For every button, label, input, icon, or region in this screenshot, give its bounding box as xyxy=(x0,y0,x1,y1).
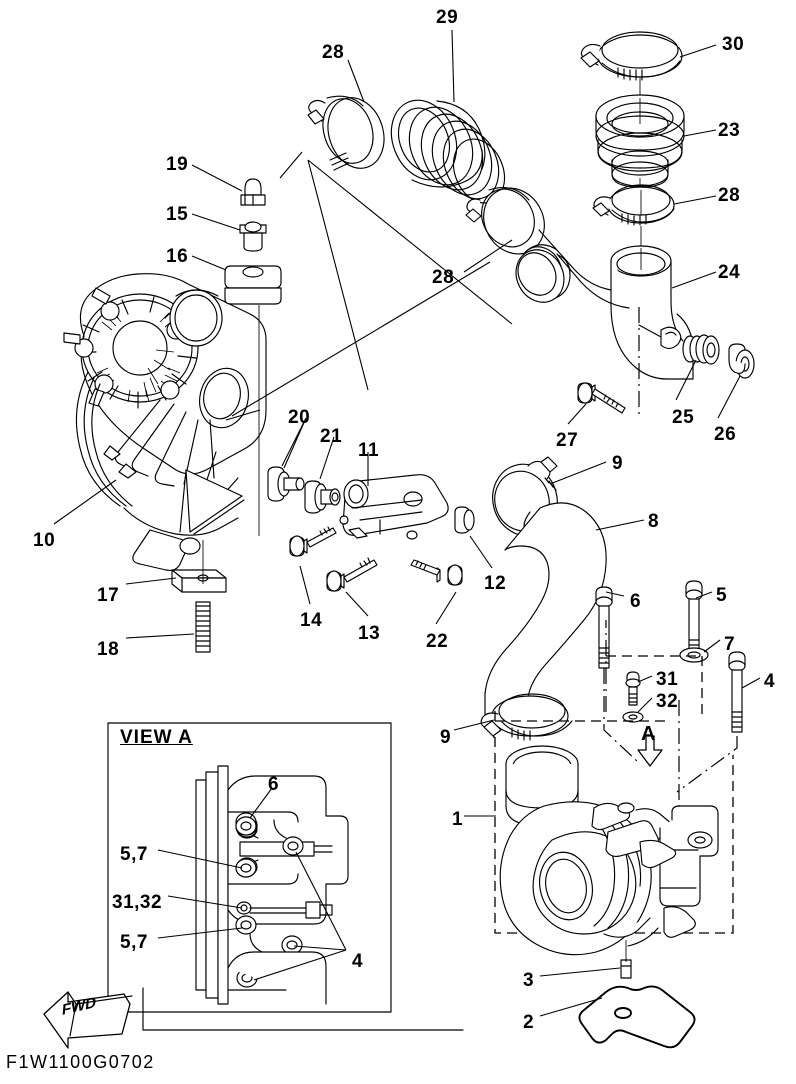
callout-5: 5 xyxy=(716,585,728,606)
callout-24: 24 xyxy=(718,262,741,283)
leader-lines xyxy=(53,29,761,1017)
section-a-label: A xyxy=(641,723,656,745)
part-22-bolt xyxy=(410,559,463,586)
part-27-bolt xyxy=(577,382,626,414)
callout-14: 14 xyxy=(300,610,323,631)
part-28-clamp-upper-left xyxy=(307,95,385,171)
callout-28: 28 xyxy=(322,42,345,63)
part-15-collar xyxy=(239,221,267,252)
part-26-plug xyxy=(728,343,755,379)
callout-11: 11 xyxy=(358,440,380,461)
callout-25: 25 xyxy=(672,407,695,428)
callout-4: 4 xyxy=(764,671,776,692)
callout-16: 16 xyxy=(166,246,189,267)
callout-1: 1 xyxy=(452,809,464,830)
section-a-arrow xyxy=(637,735,663,767)
part-28-clamp-middle xyxy=(465,187,545,255)
callout-2: 2 xyxy=(523,1012,535,1033)
part-5-bolt xyxy=(685,580,703,662)
callout-5-7: 5,7 xyxy=(120,844,148,865)
callout-30: 30 xyxy=(722,34,745,55)
callout-27: 27 xyxy=(556,430,579,451)
callout-28: 28 xyxy=(718,185,741,206)
fwd-arrow-icon xyxy=(43,991,133,1049)
callout-6: 6 xyxy=(630,591,642,612)
view-a-contents xyxy=(195,765,349,1005)
callout-31: 31 xyxy=(656,669,679,690)
view-a-leaders xyxy=(157,787,347,981)
part-20-collar xyxy=(267,466,305,502)
part-11-bracket xyxy=(339,474,449,540)
callout-22: 22 xyxy=(426,631,449,652)
drawing-part-number: F1W1100G0702 xyxy=(6,1052,155,1072)
callout-8: 8 xyxy=(648,511,660,532)
part-4-bolt xyxy=(728,651,746,733)
callout-9: 9 xyxy=(612,453,624,474)
callout-31-32: 31,32 xyxy=(112,892,163,913)
callout-18: 18 xyxy=(97,639,120,660)
part-32-washer xyxy=(622,711,644,723)
callout-15: 15 xyxy=(166,204,189,225)
callout-20: 20 xyxy=(288,407,311,428)
callout-3: 3 xyxy=(523,970,535,991)
part-31-bolt xyxy=(625,671,641,706)
callout-28: 28 xyxy=(432,267,455,288)
part-18-stud xyxy=(195,601,211,653)
part-2-gasket xyxy=(578,985,696,1049)
callout-9: 9 xyxy=(440,727,452,748)
callout-32: 32 xyxy=(656,691,679,712)
part-28-clamp-right xyxy=(592,184,675,226)
callout-6: 6 xyxy=(268,774,280,795)
part-24-intake-pipe xyxy=(515,229,694,380)
callout-26: 26 xyxy=(714,424,737,445)
part-10-exhaust-manifold xyxy=(63,273,267,571)
part-30-clamp xyxy=(580,31,683,81)
callout-5-7: 5,7 xyxy=(120,932,148,953)
callout-23: 23 xyxy=(718,120,741,141)
callout-10: 10 xyxy=(33,530,56,551)
part-1-turbocharger xyxy=(499,745,719,956)
callout-21: 21 xyxy=(320,426,343,447)
part-25-grommet xyxy=(682,334,720,365)
view-a-box xyxy=(107,722,392,1013)
callout-12: 12 xyxy=(484,573,507,594)
callout-7: 7 xyxy=(724,634,736,655)
callout-13: 13 xyxy=(358,623,381,644)
part-9-clamp-lower xyxy=(480,693,573,741)
part-3-dowel xyxy=(620,959,632,979)
part-19-nut xyxy=(240,178,266,206)
part-7-washer xyxy=(679,647,709,663)
part-12-sleeve xyxy=(454,506,475,534)
part-21-bushing xyxy=(304,480,341,514)
part-17-plate xyxy=(171,569,227,593)
part-14-bolt xyxy=(289,526,337,557)
view-a-title: VIEW A xyxy=(120,727,193,748)
part-8-hose xyxy=(484,502,607,719)
part-13-bolt xyxy=(326,557,378,592)
part-29-bellows-duct xyxy=(390,99,506,204)
callout-17: 17 xyxy=(97,585,120,606)
part-16-mount xyxy=(224,265,282,305)
callout-29: 29 xyxy=(436,7,459,28)
callout-19: 19 xyxy=(166,154,189,175)
callout-4: 4 xyxy=(352,951,364,972)
